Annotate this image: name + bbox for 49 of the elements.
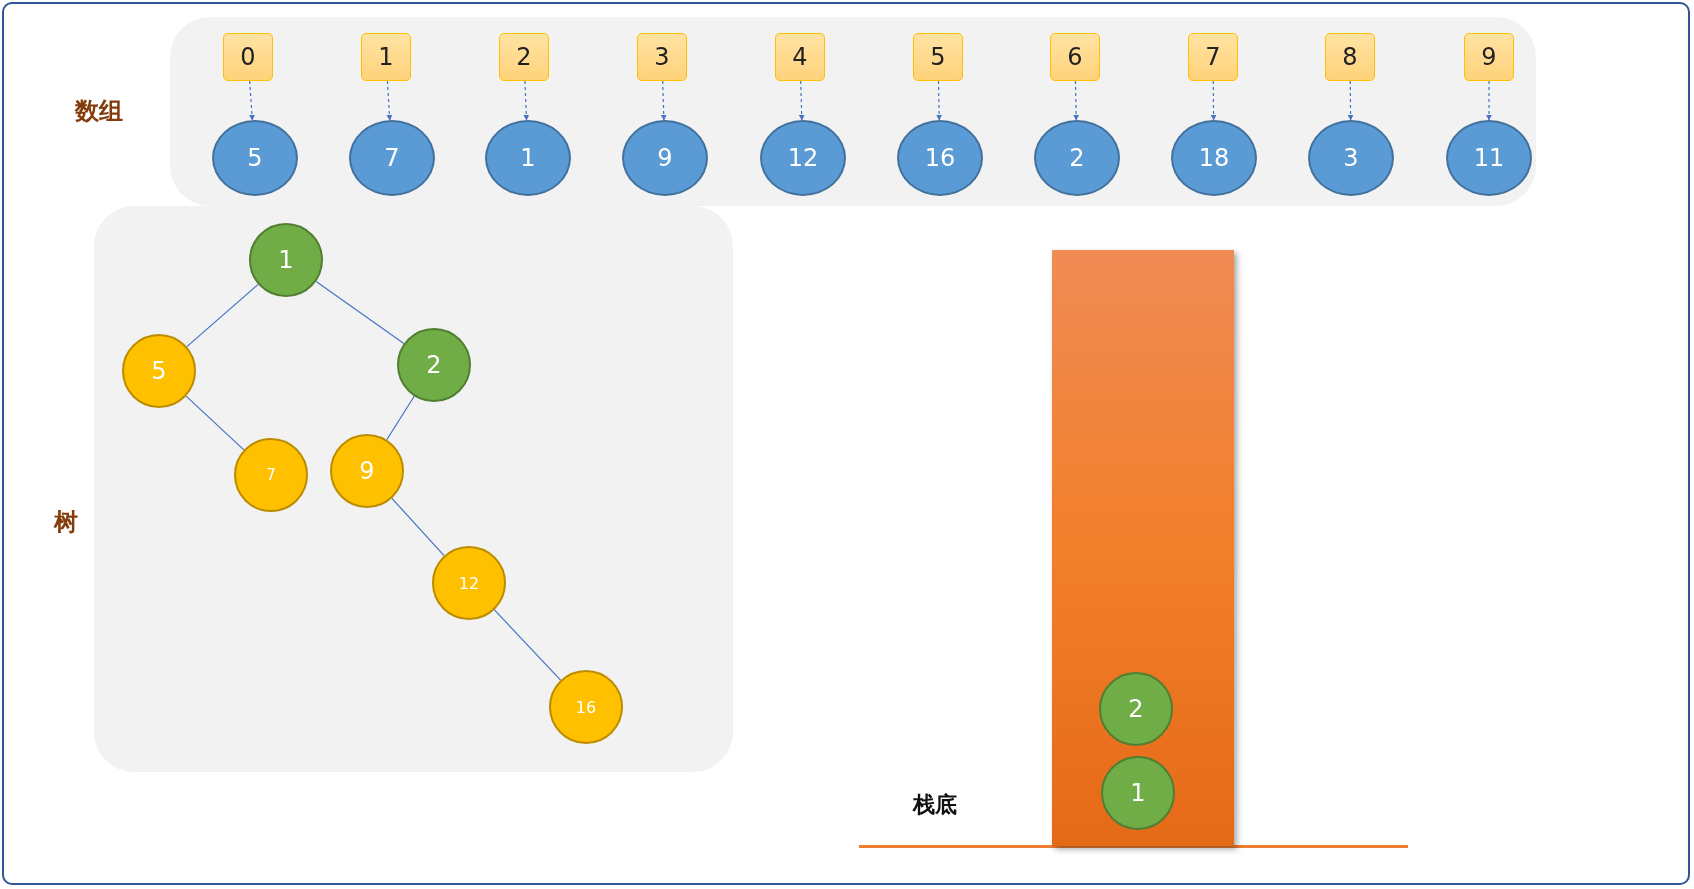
- tree-node-circle: 1: [249, 223, 323, 297]
- arrow: [936, 80, 943, 121]
- index-box: 9: [1464, 33, 1514, 81]
- index-box: 1: [361, 33, 411, 81]
- arrow: [660, 80, 667, 121]
- tree-node-circle: 2: [397, 328, 471, 402]
- value-circle: 9: [622, 120, 708, 196]
- value-circle: 18: [1171, 120, 1257, 196]
- arrow: [249, 80, 255, 121]
- panel-heading: 数组: [75, 96, 123, 127]
- value-circle: 16: [897, 120, 983, 196]
- arrow: [386, 80, 393, 121]
- index-box: 7: [1188, 33, 1238, 81]
- value-circle: 1: [485, 120, 571, 196]
- arrow: [1347, 80, 1354, 121]
- tree-node-circle: 2: [1099, 672, 1173, 746]
- arrow: [1210, 80, 1217, 121]
- stack-bottom-label: 栈底: [913, 791, 957, 819]
- arrow: [523, 80, 530, 121]
- connector-line: [315, 280, 405, 345]
- connector-line: [186, 283, 259, 348]
- connector-line: [386, 395, 415, 441]
- connector-line: [493, 609, 562, 681]
- index-box: 6: [1050, 33, 1100, 81]
- index-box: 8: [1325, 33, 1375, 81]
- tree-node-circle: 16: [549, 670, 623, 744]
- panel-heading: 树: [54, 507, 78, 538]
- tree-node-circle: 12: [432, 546, 506, 620]
- index-box: 4: [775, 33, 825, 81]
- index-box: 5: [913, 33, 963, 81]
- arrow: [798, 80, 805, 121]
- connector-line: [391, 497, 445, 557]
- index-box: 3: [637, 33, 687, 81]
- tree-node-circle: 1: [1101, 756, 1175, 830]
- tree-node-circle: 7: [234, 438, 308, 512]
- stack-bar: [1052, 250, 1234, 846]
- value-circle: 12: [760, 120, 846, 196]
- value-circle: 2: [1034, 120, 1120, 196]
- value-circle: 7: [349, 120, 435, 196]
- arrow: [1073, 80, 1080, 121]
- tree-node-circle: 5: [122, 334, 196, 408]
- arrow: [1486, 80, 1492, 121]
- index-box: 0: [223, 33, 273, 81]
- connector-line: [185, 395, 245, 451]
- index-box: 2: [499, 33, 549, 81]
- value-circle: 3: [1308, 120, 1394, 196]
- value-circle: 5: [212, 120, 298, 196]
- value-circle: 11: [1446, 120, 1532, 196]
- tree-node-circle: 9: [330, 434, 404, 508]
